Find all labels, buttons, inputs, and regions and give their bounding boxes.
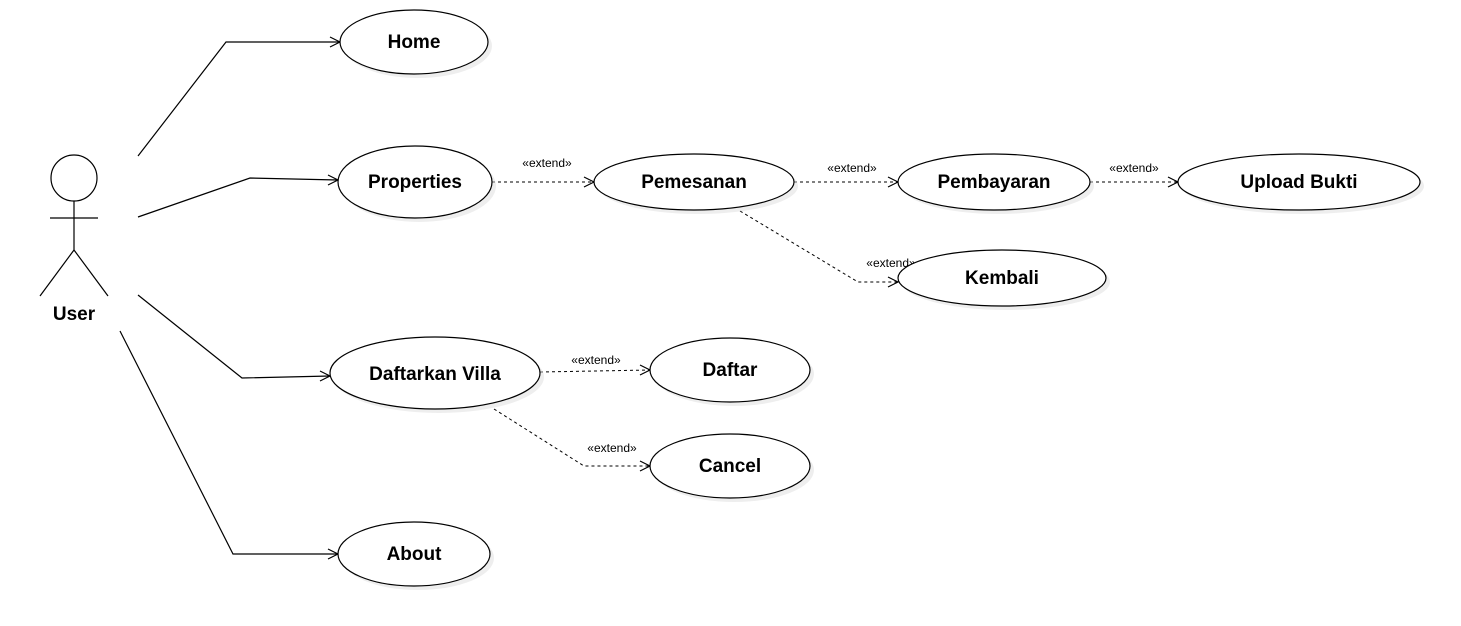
- use-case-label: Pembayaran: [937, 172, 1050, 193]
- use-case-daftar[interactable]: Daftar: [649, 337, 814, 406]
- use-case-pemesanan[interactable]: Pemesanan: [593, 153, 798, 214]
- assoc-daftarkan-villa: [137, 294, 331, 379]
- use-case-label: Cancel: [699, 456, 761, 477]
- use-case-cancel[interactable]: Cancel: [649, 433, 814, 502]
- use-case-label: Upload Bukti: [1240, 172, 1357, 193]
- use-case-upload-bukti[interactable]: Upload Bukti: [1177, 153, 1424, 214]
- use-case-label: Home: [388, 32, 441, 53]
- use-case-ellipse: [329, 336, 541, 410]
- use-case-ellipse: [1177, 153, 1421, 211]
- use-case-label: Pemesanan: [641, 172, 747, 193]
- extend-label-daftar: «extend»: [571, 353, 621, 367]
- use-case-ellipse: [337, 145, 493, 219]
- extend-label-cancel: «extend»: [587, 441, 637, 455]
- extend-label-pemesanan: «extend»: [522, 156, 572, 170]
- actor-user[interactable]: User: [39, 154, 109, 325]
- use-case-pembayaran[interactable]: Pembayaran: [897, 153, 1094, 214]
- use-case-ellipse: [649, 433, 811, 499]
- use-case-kembali[interactable]: Kembali: [897, 249, 1110, 310]
- extend-arrowhead-kembali: [887, 276, 900, 288]
- assoc-home: [137, 41, 340, 157]
- use-case-about[interactable]: About: [337, 521, 494, 590]
- extend-label-upload: «extend»: [1109, 161, 1159, 175]
- use-case-home[interactable]: Home: [339, 9, 492, 78]
- extend-villa-daftar: [539, 369, 651, 373]
- associations: [119, 36, 342, 560]
- actor-right-leg: [73, 249, 109, 297]
- use-case-ellipse: [897, 153, 1091, 211]
- use-case-properties[interactable]: Properties: [337, 145, 496, 222]
- use-case-ellipse: [339, 9, 489, 75]
- extend-villa-cancel: [493, 408, 650, 467]
- actor-label: User: [53, 304, 96, 325]
- use-case-label: Daftarkan Villa: [369, 364, 501, 385]
- actor-head: [50, 154, 98, 202]
- extend-label-kembali: «extend»: [866, 256, 916, 270]
- use-case-ellipse: [649, 337, 811, 403]
- actor-left-leg: [39, 249, 75, 297]
- use-case-ellipse: [897, 249, 1107, 307]
- assoc-about: [119, 330, 338, 555]
- use-case-daftarkan-villa[interactable]: Daftarkan Villa: [329, 336, 544, 413]
- assoc-properties: [137, 177, 339, 218]
- use-case-label: Properties: [368, 172, 462, 193]
- use-case-ellipse: [337, 521, 491, 587]
- extend-label-pembayaran: «extend»: [827, 161, 877, 175]
- use-case-label: Daftar: [703, 360, 759, 381]
- use-case-label: About: [387, 544, 443, 565]
- extend-relations: «extend» «extend» «extend» «extend» «ext…: [492, 156, 1180, 472]
- extend-pemesanan-kembali: [739, 210, 898, 283]
- use-case-label: Kembali: [965, 268, 1039, 289]
- use-case-ellipse: [593, 153, 795, 211]
